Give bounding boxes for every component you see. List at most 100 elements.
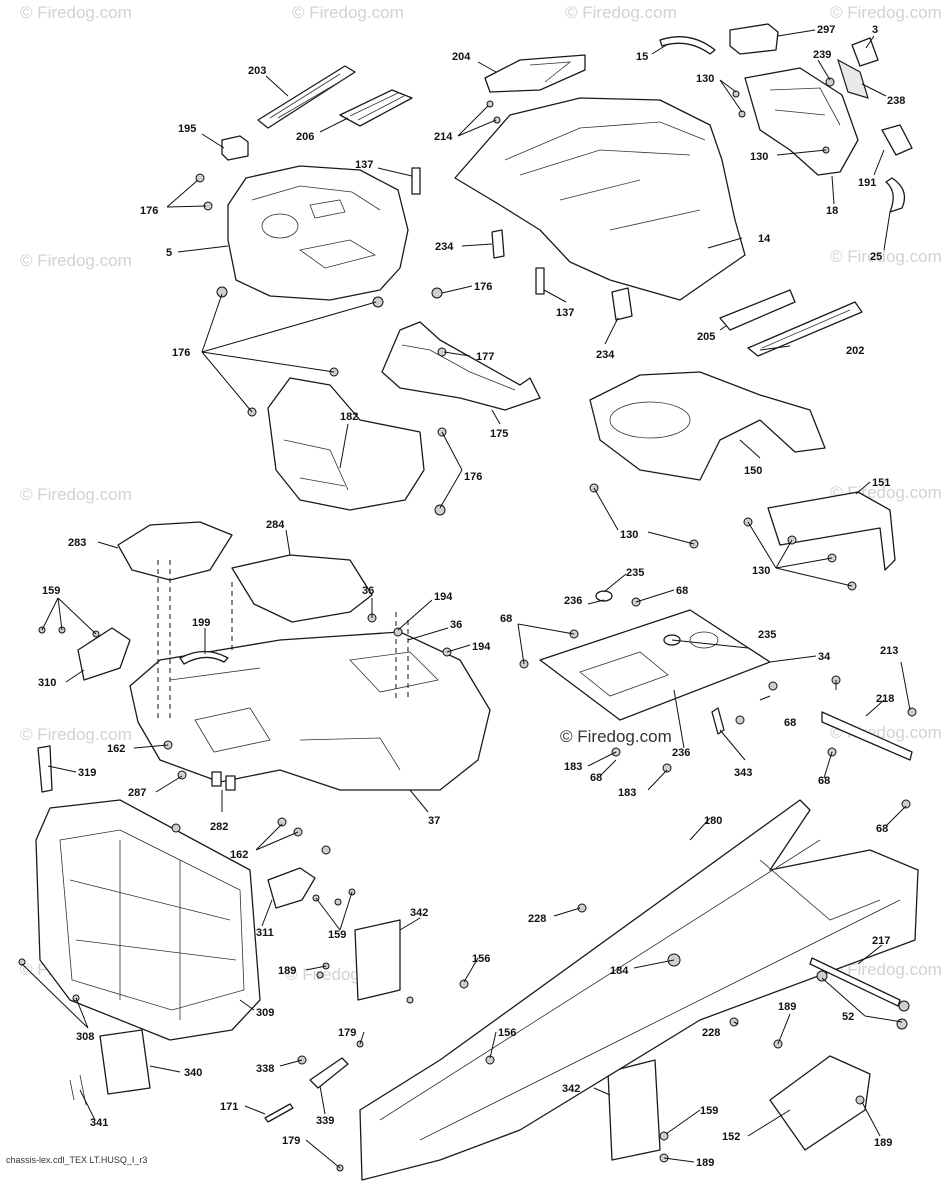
callout-137: 137 xyxy=(556,307,574,319)
callout-15: 15 xyxy=(636,51,648,63)
callout-195: 195 xyxy=(178,123,196,135)
callout-338: 338 xyxy=(256,1063,274,1075)
callout-319: 319 xyxy=(78,767,96,779)
callout-236: 236 xyxy=(564,595,582,607)
part-199-decal xyxy=(179,650,229,665)
callout-234: 234 xyxy=(435,241,454,253)
callout-282: 282 xyxy=(210,821,228,833)
callout-283: 283 xyxy=(68,537,86,549)
callout-152: 152 xyxy=(722,1131,740,1143)
callout-151: 151 xyxy=(872,477,890,489)
callout-156: 156 xyxy=(472,953,490,965)
callout-176: 176 xyxy=(474,281,492,293)
part-205-vent xyxy=(719,289,796,331)
callout-14: 14 xyxy=(758,233,771,245)
part-202-grille xyxy=(747,301,863,357)
callout-189: 189 xyxy=(778,1001,796,1013)
callout-308: 308 xyxy=(76,1031,94,1043)
callout-175: 175 xyxy=(490,428,508,440)
part-3-bracket xyxy=(851,37,879,67)
part-34-plate xyxy=(539,609,771,721)
callout-176: 176 xyxy=(172,347,190,359)
callout-202: 202 xyxy=(846,345,864,357)
part-218-bar xyxy=(821,711,913,761)
callout-343: 343 xyxy=(734,767,752,779)
callout-189: 189 xyxy=(696,1157,714,1169)
callout-159: 159 xyxy=(700,1105,718,1117)
callout-194: 194 xyxy=(472,641,491,653)
callout-130: 130 xyxy=(752,565,770,577)
part-282-clip xyxy=(211,771,236,791)
part-37-fender xyxy=(129,631,491,791)
callout-179: 179 xyxy=(338,1027,356,1039)
callout-310: 310 xyxy=(38,677,56,689)
part-171-pin xyxy=(264,1103,294,1123)
part-310-bracket xyxy=(77,627,131,681)
watermark-text: © Firedog.com xyxy=(830,3,942,22)
callout-18: 18 xyxy=(826,205,838,217)
callout-52: 52 xyxy=(842,1011,854,1023)
callout-235: 235 xyxy=(758,629,776,641)
callout-3: 3 xyxy=(872,24,878,36)
callout-311: 311 xyxy=(256,927,274,939)
callout-235: 235 xyxy=(626,567,644,579)
callout-206: 206 xyxy=(296,131,314,143)
part-297-cap xyxy=(729,23,779,55)
watermark-text: © Firedog.com xyxy=(20,485,132,504)
callout-194: 194 xyxy=(434,591,453,603)
part-25-clip xyxy=(885,177,906,213)
part-234-pad xyxy=(491,229,633,321)
callout-189: 189 xyxy=(874,1137,892,1149)
callout-199: 199 xyxy=(192,617,210,629)
callout-36: 36 xyxy=(362,585,374,597)
part-5-dash-panel xyxy=(227,165,409,301)
callout-36: 36 xyxy=(450,619,462,631)
callout-342: 342 xyxy=(562,1083,580,1095)
part-311-bracket xyxy=(267,867,316,909)
callout-205: 205 xyxy=(697,331,715,343)
watermark-text: © Firedog.com xyxy=(830,247,942,266)
watermark-text: © Firedog.com xyxy=(20,3,132,22)
part-dashed-guides xyxy=(157,560,409,722)
watermark-center-text: © Firedog.com xyxy=(560,727,672,746)
part-343-pin xyxy=(711,707,725,735)
callout-236: 236 xyxy=(672,747,690,759)
part-217-rod xyxy=(809,957,901,1007)
callout-68: 68 xyxy=(876,823,888,835)
callout-191: 191 xyxy=(858,177,876,189)
part-341-clip xyxy=(69,1074,87,1106)
part-150-shroud xyxy=(589,371,826,481)
callout-150: 150 xyxy=(744,465,762,477)
callout-342: 342 xyxy=(410,907,428,919)
callout-297: 297 xyxy=(817,24,835,36)
callout-37: 37 xyxy=(428,815,440,827)
watermark-text: © Firedog.com xyxy=(20,725,132,744)
leader-lines xyxy=(21,29,911,1169)
callout-234: 234 xyxy=(596,349,615,361)
callout-159: 159 xyxy=(328,929,346,941)
callout-228: 228 xyxy=(528,913,546,925)
callout-25: 25 xyxy=(870,251,882,263)
part-206-vent xyxy=(339,89,413,127)
callout-203: 203 xyxy=(248,65,266,77)
callout-159: 159 xyxy=(42,585,60,597)
callout-182: 182 xyxy=(340,411,358,423)
callout-309: 309 xyxy=(256,1007,274,1019)
callout-189: 189 xyxy=(278,965,296,977)
part-339-lever xyxy=(309,1057,349,1089)
callout-340: 340 xyxy=(184,1067,202,1079)
callout-137: 137 xyxy=(355,159,373,171)
part-195-block xyxy=(221,135,249,161)
part-238-lens xyxy=(836,58,869,99)
watermark-text: © Firedog.com xyxy=(20,251,132,270)
footer-file-label: chassis-lex.cdl_TEX LT.HUSQ_I_r3 xyxy=(6,1155,147,1165)
callout-217: 217 xyxy=(872,935,890,947)
part-180-frame xyxy=(359,799,919,1181)
callout-176: 176 xyxy=(464,471,482,483)
part-319-bracket xyxy=(37,745,53,793)
callout-156: 156 xyxy=(498,1027,516,1039)
part-14-hood xyxy=(454,97,746,301)
part-152-guard xyxy=(769,1055,871,1151)
part-137-trim xyxy=(411,167,545,295)
